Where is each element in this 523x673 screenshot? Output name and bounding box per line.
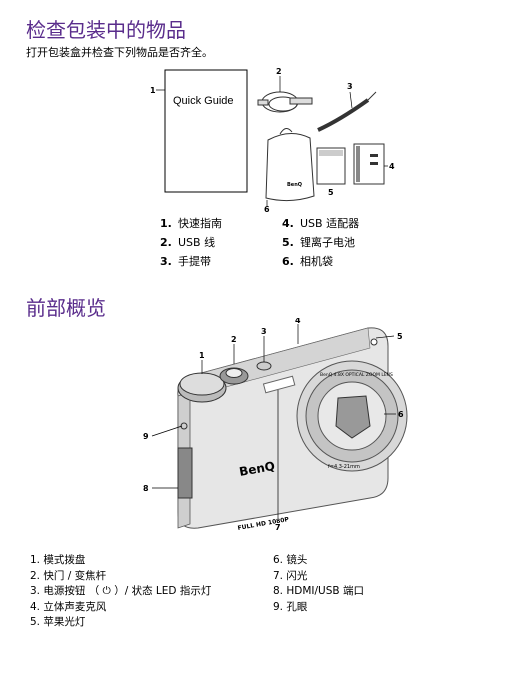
item-label: 快门 / 变焦杆: [43, 569, 107, 582]
front-legend-right: 6. 镜头 7. 闪光 8. HDMI/USB 端口 9. 孔眼: [273, 553, 364, 615]
pouch-brand: BenQ: [287, 182, 302, 188]
list-item: 1. 快速指南: [160, 214, 222, 233]
item-number: 6.: [273, 554, 284, 566]
flash: [262, 375, 296, 394]
callout-4: 4: [389, 162, 395, 171]
section-subtitle: 打开包装盒并检查下列物品是否齐全。: [26, 46, 213, 59]
item-label: 镜头: [286, 554, 308, 566]
item-label: 闪光: [286, 569, 308, 582]
section-title-front: 前部概览: [26, 296, 106, 320]
list-item: 1. 模式拨盘: [30, 553, 211, 569]
hand-strap: [317, 91, 377, 132]
list-item: 7. 闪光: [273, 569, 364, 585]
item-number: 6.: [282, 255, 294, 268]
package-contents-illustration: Quick Guide 1 2 3 BenQ 6 5 4: [150, 67, 395, 212]
callout-4: 4: [295, 318, 301, 325]
package-legend-right: 4. USB 适配器 5. 锂离子电池 6. 相机袋: [282, 214, 359, 271]
callout-3: 3: [261, 327, 267, 336]
item-label: HDMI/USB 端口: [286, 585, 364, 597]
list-item: 6. 相机袋: [282, 252, 359, 271]
item-label: 手提带: [178, 255, 211, 268]
mode-dial: [177, 372, 227, 403]
item-number: 2.: [160, 236, 172, 249]
item-number: 5.: [30, 616, 41, 628]
shutter-button: [219, 367, 249, 385]
callout-6: 6: [264, 205, 270, 212]
callout-1: 1: [199, 351, 205, 360]
item-label: USB 适配器: [300, 217, 360, 230]
item-label: 电源按钮 （ ⏻ ）/ 状态 LED 指示灯: [43, 585, 212, 597]
list-item: 2. 快门 / 变焦杆: [30, 569, 211, 585]
front-legend-left: 1. 模式拨盘 2. 快门 / 变焦杆 3. 电源按钮 （ ⏻ ）/ 状态 LE…: [30, 553, 211, 631]
callout-8: 8: [143, 484, 149, 493]
item-label: 快速指南: [178, 217, 222, 230]
power-button: [256, 361, 272, 371]
item-number: 4.: [30, 600, 41, 613]
item-number: 5.: [282, 236, 294, 249]
list-item: 9. 孔眼: [273, 600, 364, 616]
item-label: 苹果光灯: [43, 616, 86, 628]
item-number: 3.: [160, 255, 172, 268]
list-item: 5. 锂离子电池: [282, 233, 359, 252]
list-item: 5. 苹果光灯: [30, 615, 211, 631]
callout-5: 5: [328, 188, 334, 197]
callout-2: 2: [276, 67, 282, 76]
camera-front-illustration: f=4.3-21mm BenQ 4.8X OPTICAL ZOOM LENS B…: [143, 318, 408, 532]
callout-6: 6: [398, 410, 404, 419]
item-label: 孔眼: [286, 600, 308, 613]
list-item: 8. HDMI/USB 端口: [273, 584, 364, 600]
camera-pouch: BenQ: [265, 128, 315, 202]
section-title-package: 检查包装中的物品: [26, 18, 186, 42]
lens-ring-text: BenQ 4.8X OPTICAL ZOOM LENS: [320, 372, 393, 378]
package-legend-left: 1. 快速指南 2. USB 线 3. 手提带: [160, 214, 222, 271]
item-label: USB 线: [178, 236, 216, 249]
item-label: 立体声麦克风: [43, 600, 107, 613]
quick-guide-booklet: Quick Guide: [164, 69, 248, 193]
callout-9: 9: [143, 432, 149, 441]
list-item: 4. USB 适配器: [282, 214, 359, 233]
af-lamp: [370, 338, 378, 346]
list-item: 6. 镜头: [273, 553, 364, 569]
callout-1: 1: [150, 86, 156, 95]
item-label: 相机袋: [300, 255, 333, 268]
item-number: 4.: [282, 217, 294, 230]
usb-cable: [257, 91, 313, 113]
booklet-title: Quick Guide: [173, 95, 234, 107]
lens: f=4.3-21mm BenQ 4.8X OPTICAL ZOOM LENS: [296, 360, 408, 472]
item-label: 模式拨盘: [43, 554, 86, 566]
callout-5: 5: [397, 332, 403, 341]
battery: [316, 147, 346, 185]
item-number: 1.: [30, 554, 41, 566]
item-number: 8.: [273, 585, 284, 597]
lens-focal-text: f=4.3-21mm: [328, 464, 360, 470]
item-number: 7.: [273, 569, 284, 582]
item-number: 9.: [273, 600, 284, 613]
list-item: 3. 手提带: [160, 252, 222, 271]
item-number: 1.: [160, 217, 172, 230]
item-number: 3.: [30, 585, 41, 597]
callout-2: 2: [231, 335, 237, 344]
item-label: 锂离子电池: [300, 236, 355, 249]
brand-logo: BenQ: [238, 459, 276, 479]
list-item: 4. 立体声麦克风: [30, 600, 211, 616]
port-cover: [177, 447, 193, 499]
usb-adapter: [353, 143, 385, 185]
list-item: 3. 电源按钮 （ ⏻ ）/ 状态 LED 指示灯: [30, 584, 211, 600]
list-item: 2. USB 线: [160, 233, 222, 252]
item-number: 2.: [30, 569, 41, 582]
callout-3: 3: [347, 82, 353, 91]
callout-7: 7: [275, 523, 281, 532]
